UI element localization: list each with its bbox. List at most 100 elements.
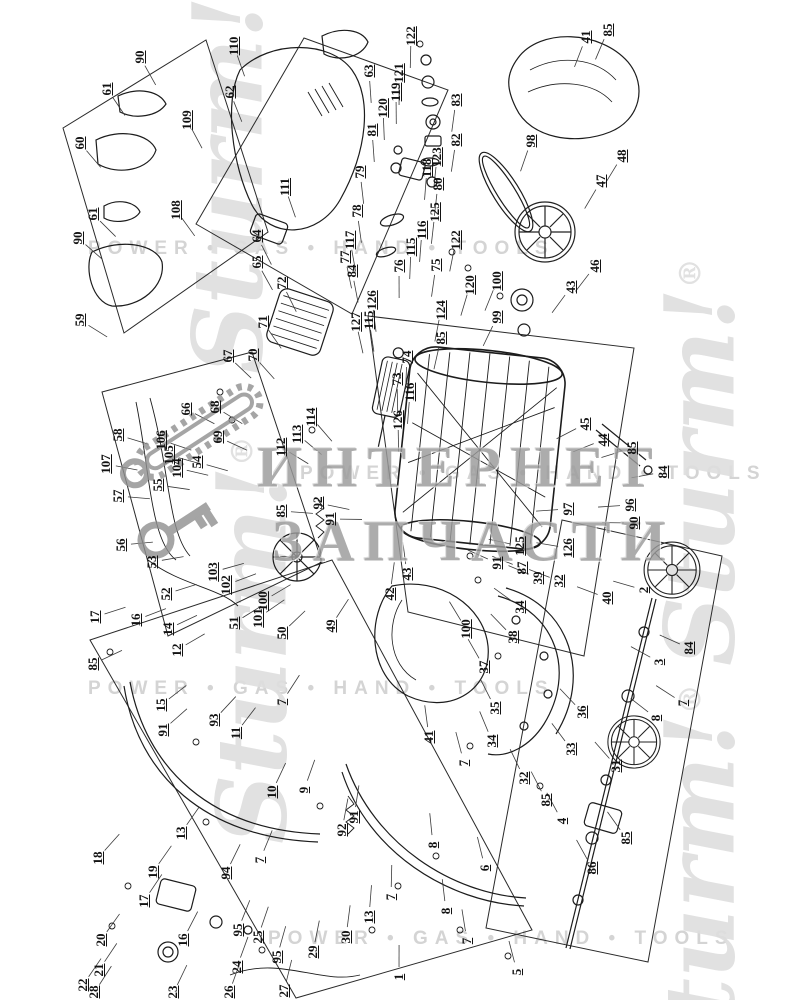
part-label-90: 90	[132, 50, 147, 64]
part-label-55: 55	[150, 478, 165, 492]
part-label-85: 85	[618, 831, 633, 845]
grass-catcher	[394, 346, 566, 553]
part-label-83: 83	[448, 93, 463, 107]
motor-armature	[371, 347, 411, 447]
part-label-77: 77	[337, 250, 352, 264]
part-label-16: 16	[175, 933, 190, 947]
part-label-95: 95	[230, 923, 245, 937]
part-label-20: 20	[93, 933, 108, 947]
part-label-7: 7	[456, 759, 471, 767]
part-label-91: 91	[322, 512, 337, 526]
part-label-79: 79	[352, 165, 367, 179]
partition-frames	[62, 37, 723, 999]
part-label-72: 72	[274, 276, 289, 290]
part-label-100: 100	[255, 591, 270, 611]
part-label-112: 112	[273, 437, 288, 457]
part-label-65: 65	[249, 255, 264, 269]
part-label-48: 48	[614, 149, 629, 163]
watermark-tagline-3: POWER • GAS • HAND • TOOLS	[88, 678, 555, 699]
part-label-69: 69	[210, 430, 225, 444]
part-label-54: 54	[189, 455, 204, 469]
part-label-25: 25	[250, 930, 265, 944]
part-label-100: 100	[489, 271, 504, 291]
part-label-40: 40	[599, 591, 614, 605]
part-label-13: 13	[173, 826, 188, 840]
part-label-100: 100	[458, 619, 473, 639]
part-label-57: 57	[110, 489, 125, 503]
part-label-6: 6	[477, 864, 492, 872]
part-label-18: 18	[90, 851, 105, 865]
part-label-102: 102	[218, 575, 233, 595]
part-label-31: 31	[608, 759, 623, 773]
part-label-50: 50	[274, 626, 289, 640]
part-label-23: 23	[165, 985, 180, 999]
part-label-43: 43	[563, 280, 578, 294]
part-label-115: 115	[403, 237, 418, 257]
part-label-121: 121	[391, 63, 406, 83]
part-label-122: 122	[403, 26, 418, 46]
part-label-42: 42	[382, 587, 397, 601]
part-label-52: 52	[158, 587, 173, 601]
part-label-44: 44	[595, 433, 610, 447]
part-label-90: 90	[70, 231, 85, 245]
part-label-8: 8	[438, 907, 453, 915]
part-label-49: 49	[323, 619, 338, 633]
part-label-7: 7	[252, 856, 267, 864]
part-label-60: 60	[72, 136, 87, 150]
part-label-30: 30	[338, 930, 353, 944]
drive-belt	[478, 151, 534, 337]
part-label-5: 5	[509, 968, 524, 976]
part-label-41: 41	[421, 730, 436, 744]
handlebar-tubes	[123, 681, 527, 978]
part-label-7: 7	[675, 699, 690, 707]
part-label-3: 3	[651, 658, 666, 666]
part-label-14: 14	[160, 622, 175, 636]
part-label-124: 124	[433, 300, 448, 320]
part-label-90: 90	[626, 516, 641, 530]
part-label-34: 34	[484, 734, 499, 748]
axle-shaft	[565, 597, 657, 950]
impeller-fan	[272, 532, 322, 582]
part-label-13: 13	[361, 910, 376, 924]
part-label-34: 34	[512, 600, 527, 614]
part-label-75: 75	[428, 258, 443, 272]
catcher-handle	[595, 423, 653, 475]
part-label-126: 126	[364, 290, 379, 310]
part-label-58: 58	[110, 428, 125, 442]
part-label-64: 64	[249, 229, 264, 243]
part-label-85: 85	[433, 331, 448, 345]
part-label-113: 113	[289, 424, 304, 444]
part-label-104: 104	[169, 458, 184, 478]
part-label-116: 116	[402, 382, 417, 402]
part-label-9: 9	[296, 786, 311, 794]
part-label-81: 81	[364, 123, 379, 137]
part-label-46: 46	[587, 259, 602, 273]
part-label-70: 70	[245, 348, 260, 362]
part-label-33: 33	[563, 742, 578, 756]
part-label-126: 126	[390, 410, 405, 430]
part-label-74: 74	[399, 350, 414, 364]
part-label-96: 96	[622, 498, 637, 512]
part-label-8: 8	[425, 841, 440, 849]
part-label-99: 99	[489, 310, 504, 324]
part-label-59: 59	[72, 313, 87, 327]
part-label-97: 97	[560, 502, 575, 516]
part-label-28: 28	[86, 985, 101, 999]
hardware-stack	[375, 54, 442, 258]
part-label-125: 125	[427, 202, 442, 222]
part-label-91: 91	[489, 556, 504, 570]
part-label-76: 76	[391, 259, 406, 273]
part-label-2: 2	[636, 586, 651, 594]
part-label-61: 61	[99, 82, 114, 96]
part-label-7: 7	[274, 698, 289, 706]
part-label-109: 109	[179, 110, 194, 130]
part-label-36: 36	[574, 705, 589, 719]
part-label-120: 120	[375, 98, 390, 118]
handle-grips	[88, 90, 289, 307]
part-label-67: 67	[220, 349, 235, 363]
part-label-122: 122	[448, 230, 463, 250]
part-label-92: 92	[334, 823, 349, 837]
part-label-15: 15	[153, 698, 168, 712]
springs	[315, 499, 355, 835]
